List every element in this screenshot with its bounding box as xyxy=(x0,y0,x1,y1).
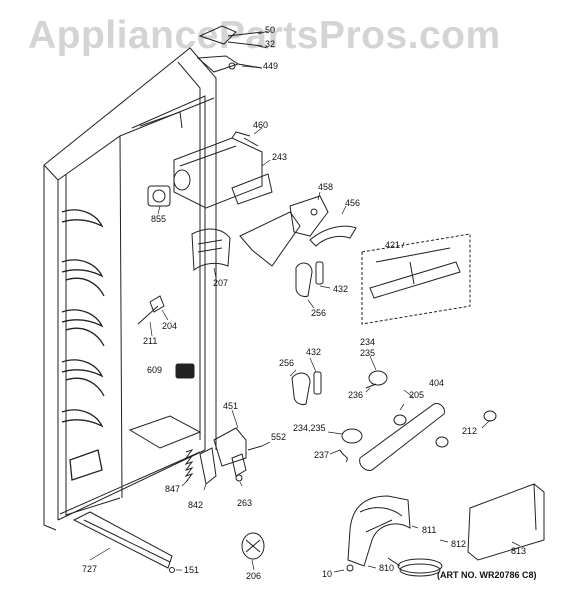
top-hinge xyxy=(196,25,263,73)
part-label-552: 552 xyxy=(271,432,287,442)
part-label-234-235-lower: 234,235 xyxy=(293,423,326,433)
part-label-263: 263 xyxy=(237,498,253,508)
part-label-847: 847 xyxy=(165,484,181,494)
part-label-451: 451 xyxy=(223,401,239,411)
cover-813 xyxy=(467,483,545,561)
part-label-212: 212 xyxy=(462,426,478,436)
part-label-842: 842 xyxy=(188,500,204,510)
part-label-236: 236 xyxy=(348,390,364,400)
dispenser-housing xyxy=(173,131,273,209)
part-label-205: 205 xyxy=(409,390,425,400)
bushing-205 xyxy=(393,414,407,426)
part-label-256-upper: 256 xyxy=(311,308,327,318)
ring-234-235-lower xyxy=(339,428,363,463)
part-label-456: 456 xyxy=(345,198,361,208)
screw-204 xyxy=(137,295,165,325)
lever-256-lower xyxy=(291,371,322,405)
cap-206 xyxy=(241,532,265,560)
part-label-812: 812 xyxy=(451,539,467,549)
ring-234-235-upper xyxy=(365,370,388,389)
part-label-50: 50 xyxy=(265,25,276,35)
part-label-404: 404 xyxy=(429,378,445,388)
part-label-256-lower: 256 xyxy=(279,358,295,368)
bracket-451 xyxy=(213,427,263,467)
part-label-243: 243 xyxy=(272,152,288,162)
lever-256-upper xyxy=(295,261,324,297)
part-label-811: 811 xyxy=(422,525,437,535)
light-socket-855 xyxy=(147,185,171,207)
bushing-212 xyxy=(435,410,497,448)
lever-842 xyxy=(199,447,217,485)
part-label-421: 421 xyxy=(385,240,401,250)
heater-assembly-811 xyxy=(346,495,443,577)
tube-404 xyxy=(359,403,445,471)
part-label-727: 727 xyxy=(82,564,98,574)
part-label-855: 855 xyxy=(151,214,167,224)
part-label-609: 609 xyxy=(147,365,163,375)
spring-847 xyxy=(184,449,194,483)
part-label-810: 810 xyxy=(379,563,395,573)
switch-609 xyxy=(175,363,195,379)
part-label-10: 10 xyxy=(322,569,333,579)
cap-456 xyxy=(309,225,357,247)
art-number: (ART NO. WR20786 C8) xyxy=(437,570,537,580)
trim-727 xyxy=(72,511,175,573)
part-label-432-lower: 432 xyxy=(306,347,322,357)
part-label-206: 206 xyxy=(246,571,262,581)
part-label-204: 204 xyxy=(162,321,178,331)
part-label-151: 151 xyxy=(184,565,200,575)
part-label-813: 813 xyxy=(511,546,527,556)
part-label-211: 211 xyxy=(143,336,158,346)
part-label-458: 458 xyxy=(318,182,334,192)
bracket-458 xyxy=(239,195,329,267)
valve-263 xyxy=(231,453,247,482)
actuator-box-421 xyxy=(361,233,471,325)
shelf-brackets xyxy=(61,209,105,481)
part-label-237: 237 xyxy=(314,450,330,460)
part-label-432-upper: 432 xyxy=(333,284,349,294)
part-label-32: 32 xyxy=(265,39,276,49)
part-label-449: 449 xyxy=(263,61,279,71)
part-label-207: 207 xyxy=(213,278,229,288)
shield-207 xyxy=(191,228,231,271)
part-label-234-upper: 234 xyxy=(360,337,376,347)
part-label-460: 460 xyxy=(253,120,269,130)
refrigerator-case xyxy=(43,47,217,531)
leader-lines xyxy=(89,30,521,573)
part-label-235-upper: 235 xyxy=(360,348,376,358)
